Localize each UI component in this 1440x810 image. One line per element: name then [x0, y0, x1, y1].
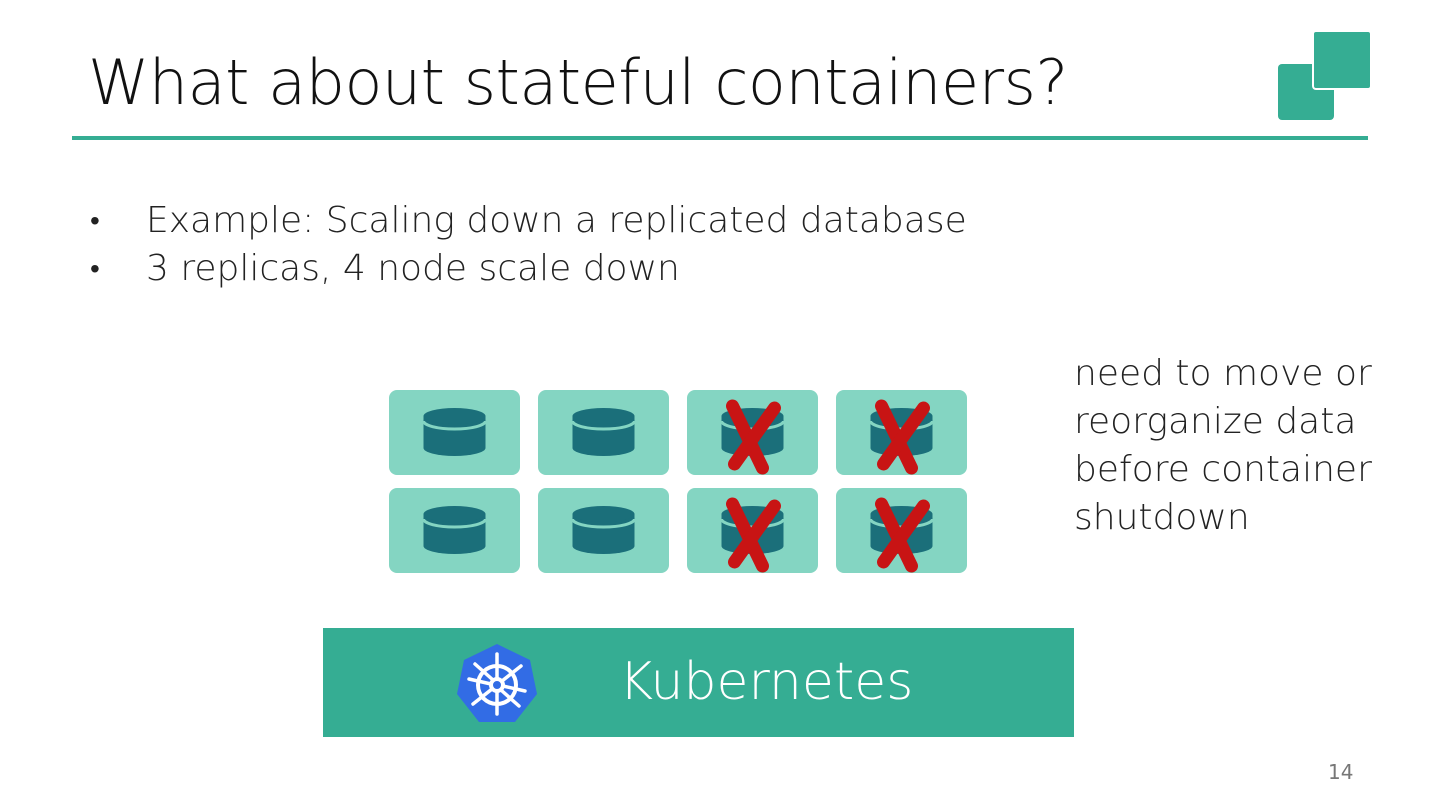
node-cell	[538, 488, 669, 573]
node-cell	[389, 488, 520, 573]
bullet-text: 3 replicas, 4 node scale down	[146, 247, 680, 289]
node-cell-removed	[836, 390, 967, 475]
kubernetes-label: Kubernetes	[619, 652, 914, 712]
red-x-icon	[875, 497, 930, 573]
bullet-item: • 3 replicas, 4 node scale down	[90, 244, 967, 292]
red-x-icon	[726, 497, 781, 573]
database-icon	[422, 408, 487, 456]
kubernetes-helm-icon	[457, 644, 537, 722]
kubernetes-bar: Kubernetes	[323, 628, 1074, 737]
red-x-icon	[875, 399, 930, 475]
note-line: need to move or	[1074, 353, 1372, 394]
bullet-dot: •	[90, 203, 100, 237]
side-note: need to move or reorganize data before c…	[1074, 350, 1404, 542]
bullet-list: • Example: Scaling down a replicated dat…	[90, 196, 967, 292]
red-x-icon	[726, 399, 781, 475]
bullet-dot: •	[90, 251, 100, 285]
note-line: reorganize data	[1074, 401, 1357, 442]
bullet-item: • Example: Scaling down a replicated dat…	[90, 196, 967, 244]
overlapping-squares-icon	[1278, 30, 1372, 122]
bullet-text: Example: Scaling down a replicated datab…	[146, 199, 967, 241]
note-line: before container	[1074, 449, 1372, 490]
node-cell	[389, 390, 520, 475]
node-cell-removed	[687, 390, 818, 475]
logo-square-front	[1312, 30, 1372, 90]
slide-title: What about stateful containers?	[88, 46, 1068, 119]
database-icon	[422, 506, 487, 554]
container-grid	[389, 390, 969, 574]
node-cell	[538, 390, 669, 475]
database-icon	[571, 408, 636, 456]
page-number: 14	[1328, 760, 1354, 784]
database-icon	[571, 506, 636, 554]
note-line: shutdown	[1074, 497, 1250, 538]
node-cell-removed	[836, 488, 967, 573]
title-underline	[72, 136, 1368, 140]
node-cell-removed	[687, 488, 818, 573]
